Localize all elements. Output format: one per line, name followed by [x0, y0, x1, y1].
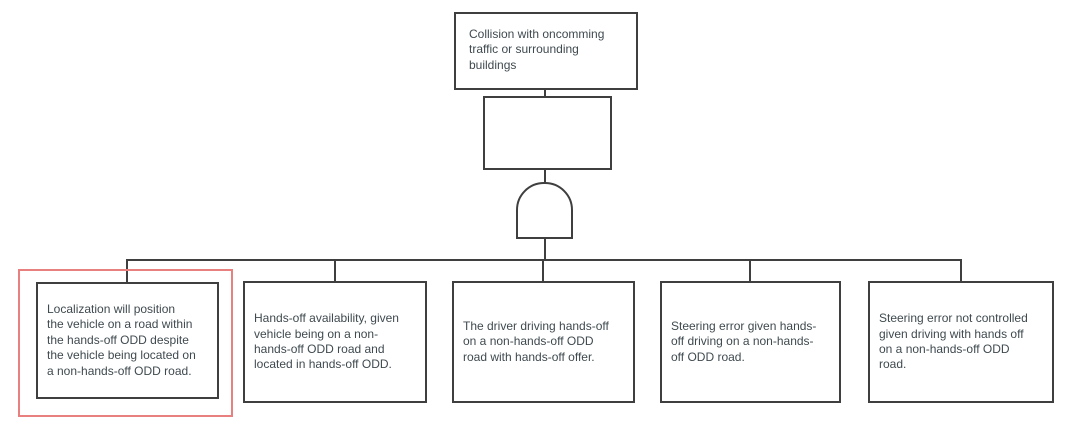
- connector-stub-event-2: [334, 259, 336, 282]
- basic-event-box-2: Hands-off availability, given vehicle be…: [243, 281, 427, 403]
- connector-stub-event-5: [960, 259, 962, 282]
- basic-event-3-label: The driver driving hands-off on a non-ha…: [463, 318, 609, 364]
- connector-top-to-intermediate: [544, 90, 546, 98]
- basic-event-box-5: Steering error not controlled given driv…: [868, 281, 1054, 403]
- basic-event-box-4: Steering error given hands- off driving …: [660, 281, 841, 403]
- connector-gate-to-bus: [544, 237, 546, 261]
- connector-intermediate-to-gate: [544, 169, 546, 184]
- basic-event-1-label: Localization will position the vehicle o…: [47, 302, 196, 378]
- connector-stub-event-1: [126, 259, 128, 283]
- basic-event-box-1: Localization will position the vehicle o…: [36, 282, 219, 399]
- basic-event-2-label: Hands-off availability, given vehicle be…: [254, 311, 399, 372]
- basic-event-box-3: The driver driving hands-off on a non-ha…: [452, 281, 635, 403]
- intermediate-event-box: [483, 96, 612, 170]
- basic-event-5-label: Steering error not controlled given driv…: [879, 311, 1028, 372]
- basic-event-4-label: Steering error given hands- off driving …: [671, 318, 817, 364]
- and-gate-icon: [516, 182, 573, 239]
- connector-stub-event-3: [542, 259, 544, 282]
- top-event-label: Collision with oncomming traffic or surr…: [469, 27, 605, 72]
- connector-stub-event-4: [749, 259, 751, 282]
- top-event-box: Collision with oncomming traffic or surr…: [454, 12, 638, 90]
- highlight-rectangle: [18, 269, 233, 417]
- connector-bus-line: [127, 259, 962, 261]
